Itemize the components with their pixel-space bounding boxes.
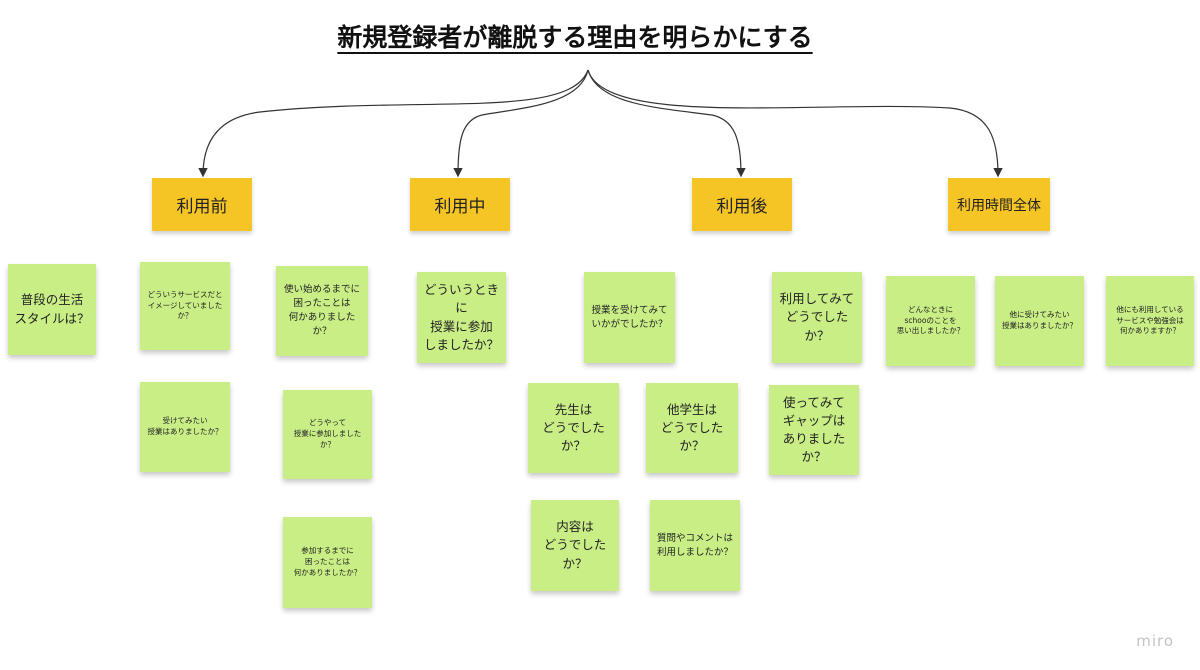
- sticky-note-content[interactable]: 内容は どうでしたか？: [531, 500, 619, 591]
- sticky-note-trouble-start[interactable]: 使い始めるまでに 困ったことは 何かありましたか？: [276, 266, 368, 356]
- sticky-note-remember[interactable]: どんなときに schooのことを 思い出しましたか？: [886, 276, 975, 366]
- arrow-to-after-use: [587, 69, 746, 178]
- board-title: 新規登録者が離脱する理由を明らかにする: [337, 23, 813, 52]
- sticky-note-class-impression[interactable]: 授業を受けてみて いかがでしたか？: [584, 272, 675, 363]
- sticky-note-gap[interactable]: 使ってみて ギャップは ありましたか？: [769, 385, 859, 475]
- sticky-note-other-services[interactable]: 他にも利用している サービスや勉強会は 何かありますか？: [1106, 276, 1194, 366]
- sticky-note-after-use[interactable]: 利用してみて どうでしたか？: [772, 272, 862, 363]
- miro-watermark: miro: [1136, 632, 1174, 650]
- sticky-note-other-classes[interactable]: 他に受けてみたい 授業はありましたか？: [995, 276, 1084, 366]
- arrow-to-during-use: [453, 69, 589, 178]
- sticky-note-when-join[interactable]: どういうときに 授業に参加 しましたか？: [417, 272, 506, 363]
- arrow-to-whole-time: [587, 69, 1003, 178]
- sticky-note-teacher[interactable]: 先生は どうでしたか？: [528, 383, 619, 473]
- sticky-note-other-students[interactable]: 他学生は どうでしたか？: [646, 383, 738, 473]
- sticky-note-trouble-join[interactable]: 参加するまでに 困ったことは 何かありましたか？: [283, 517, 372, 608]
- sticky-note-questions-comments[interactable]: 質問やコメントは 利用しましたか？: [650, 500, 740, 591]
- category-before-use[interactable]: 利用前: [152, 178, 252, 231]
- category-during-use[interactable]: 利用中: [410, 178, 510, 231]
- sticky-note-lifestyle[interactable]: 普段の生活 スタイルは？: [8, 264, 96, 355]
- category-after-use[interactable]: 利用後: [692, 178, 792, 231]
- category-whole-time[interactable]: 利用時間全体: [948, 178, 1050, 231]
- sticky-note-how-join[interactable]: どうやって 授業に参加しましたか？: [283, 390, 372, 479]
- sticky-note-wanted-class[interactable]: 受けてみたい 授業はありましたか？: [140, 382, 230, 472]
- sticky-note-service-image[interactable]: どういうサービスだと イメージしていましたか？: [140, 262, 230, 350]
- arrow-to-before-use: [198, 69, 589, 178]
